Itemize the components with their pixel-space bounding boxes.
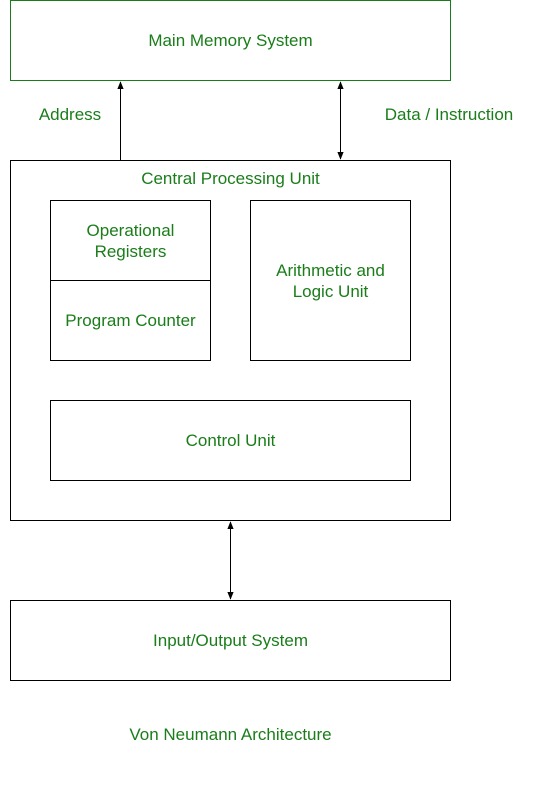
program-counter-label: Program Counter (65, 311, 196, 330)
diagram-caption: Von Neumann Architecture (129, 725, 332, 744)
program-counter-box: Program Counter (50, 280, 211, 361)
control-unit-label: Control Unit (185, 431, 276, 450)
cpu-label: Central Processing Unit (141, 168, 320, 188)
io-system-label: Input/Output System (153, 631, 308, 650)
io-system-box: Input/Output System (10, 600, 451, 681)
main-memory-box: Main Memory System (10, 0, 451, 81)
cpu-box: Central Processing Unit Operational Regi… (10, 160, 451, 521)
alu-label: Arithmetic and Logic Unit (276, 260, 385, 301)
main-memory-label: Main Memory System (148, 31, 313, 50)
control-unit-box: Control Unit (50, 400, 411, 481)
operational-registers-box: Operational Registers (50, 200, 211, 281)
alu-box: Arithmetic and Logic Unit (250, 200, 411, 361)
operational-registers-label: Operational Registers (86, 220, 175, 261)
data-instruction-label: Data / Instruction (384, 105, 514, 124)
address-label: Address (38, 105, 102, 124)
